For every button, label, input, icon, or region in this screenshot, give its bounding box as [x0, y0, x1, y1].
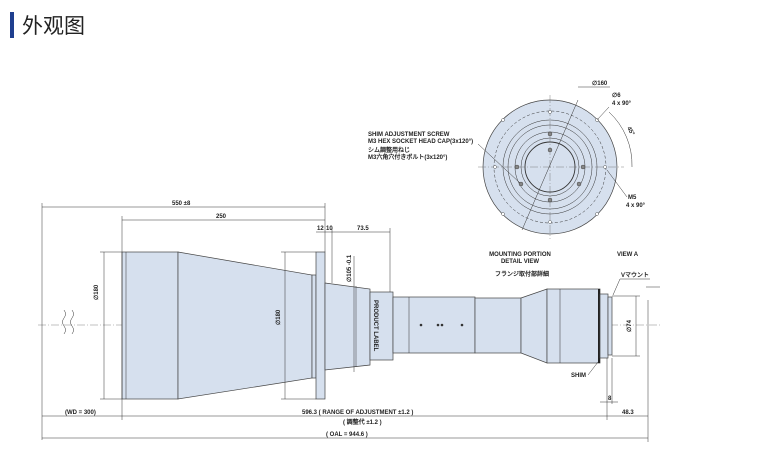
break-mark: [62, 309, 74, 335]
dim-550: 550 ±8: [172, 201, 191, 207]
dim-dia6: ∅6: [612, 92, 621, 99]
dim-dia160: ∅160: [592, 80, 608, 87]
shim-screw-label: SHIM ADJUSTMENT SCREW: [368, 132, 450, 138]
shim-screw-spec: M3 HEX SOCKET HEAD CAP(3x120°): [368, 139, 473, 145]
mounting-detail-jp: フランジ取付部詳細: [495, 270, 549, 278]
dim-73-5: 73.5: [357, 226, 369, 232]
lens-body: [121, 251, 613, 400]
product-label-text: PRODUCT LABEL: [372, 300, 378, 352]
dim-dia180-rear: ∅180: [275, 309, 282, 325]
dim-12: 12: [317, 226, 324, 232]
title-text: 外观图: [22, 14, 85, 38]
dim-range: 596.3 ( RANGE OF ADJUSTMENT ±1.2 ): [302, 410, 413, 416]
dim-dia74: ∅74: [626, 319, 633, 332]
mounting-detail-subtitle: DETAIL VIEW: [501, 259, 539, 265]
dim-dia105: ∅105 -0.1: [346, 254, 353, 282]
shim-screw-spec-jp: M3六角穴付きボルト(3x120°): [368, 153, 447, 161]
m5-label: M5: [628, 195, 637, 201]
section-title: 外观图: [10, 12, 85, 38]
dim-oal: ( OAL = 944.6 ): [326, 432, 368, 438]
title-accent-bar: [10, 12, 14, 38]
dim-dia6-count: 4 x 90°: [612, 101, 632, 107]
shim-label: SHIM: [571, 373, 586, 379]
m5-count: 4 x 90°: [626, 203, 646, 209]
dim-250: 250: [216, 214, 227, 220]
vmount-label: Vマウント: [621, 271, 649, 279]
mounting-detail-title: MOUNTING PORTION: [489, 252, 551, 258]
shim-screw-label-jp: シム調整用ねじ: [368, 146, 410, 154]
dim-48-3: 48.3: [622, 410, 634, 416]
dimension-lines: [41, 203, 660, 442]
dim-8: 8: [608, 396, 612, 402]
view-a-label: VIEW A: [617, 252, 639, 258]
dim-wd: (WD = 300): [65, 410, 96, 416]
dim-10: 10: [326, 226, 333, 232]
dim-range-jp: ( 調整代 ±1.2 ): [343, 418, 382, 426]
angle-45: 45°: [625, 126, 635, 137]
dim-dia180-front: ∅180: [93, 284, 100, 300]
mounting-flange-view: [478, 95, 633, 239]
